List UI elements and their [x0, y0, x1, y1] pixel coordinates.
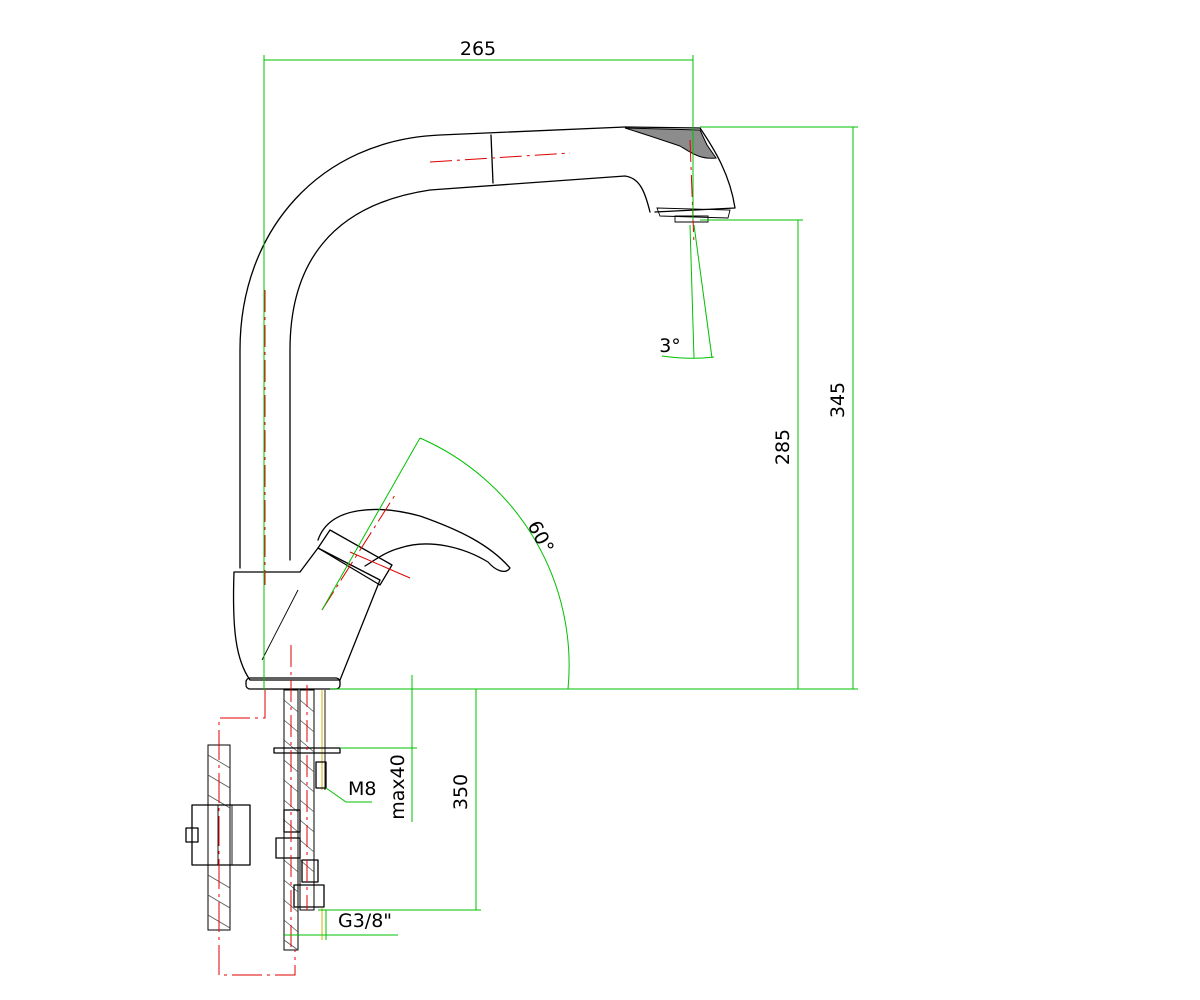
shutoff-valve-knob [185, 827, 199, 843]
spray-head [624, 126, 736, 213]
coupling-left-nut [275, 837, 301, 859]
dim-g38-label: G3/8" [338, 910, 392, 932]
fixing-nut [315, 761, 327, 789]
dim-max40-label: max40 [387, 754, 409, 820]
spout-outer [239, 126, 626, 569]
spout-seam [490, 134, 494, 184]
centerline-hose-route [218, 690, 296, 976]
spout-inner [289, 175, 651, 561]
body-shadow-line [261, 589, 299, 661]
faucet-body [232, 126, 736, 690]
coupling-upper-left [283, 809, 301, 833]
dim-350-label: 350 [450, 774, 472, 810]
dim-3-line-b [693, 224, 713, 359]
dim-3-arc [661, 355, 715, 359]
supply-hoses [185, 689, 341, 951]
dim-m8-label: M8 [348, 778, 376, 800]
centerline-spray [689, 139, 695, 246]
centerline-handle-cross [349, 551, 411, 579]
coupling-right-nut [293, 884, 325, 908]
coupling-right [301, 859, 319, 883]
dim-m8-leader [325, 787, 372, 803]
handle-base [317, 529, 393, 586]
shutoff-valve-body [191, 804, 251, 866]
dim-60-arc [419, 437, 570, 690]
lever-handle [317, 508, 511, 572]
centerline-handle [321, 494, 396, 611]
base-plate [245, 677, 341, 690]
centerline-spout [429, 152, 571, 163]
mixer-body [232, 547, 381, 681]
dimensions: 265 345 285 60° 3° 350 max40 M8 [263, 38, 858, 940]
dim-3-line-a [689, 224, 695, 359]
dim-60-radius [321, 437, 421, 611]
center-lines [218, 139, 695, 976]
dim-345-label: 345 [827, 382, 849, 418]
dim-3-label: 3° [659, 335, 681, 357]
dim-285-label: 285 [772, 429, 794, 465]
spray-nozzle [656, 207, 731, 223]
dim-60-label: 60° [523, 517, 558, 557]
dim-265-label: 265 [460, 38, 496, 60]
